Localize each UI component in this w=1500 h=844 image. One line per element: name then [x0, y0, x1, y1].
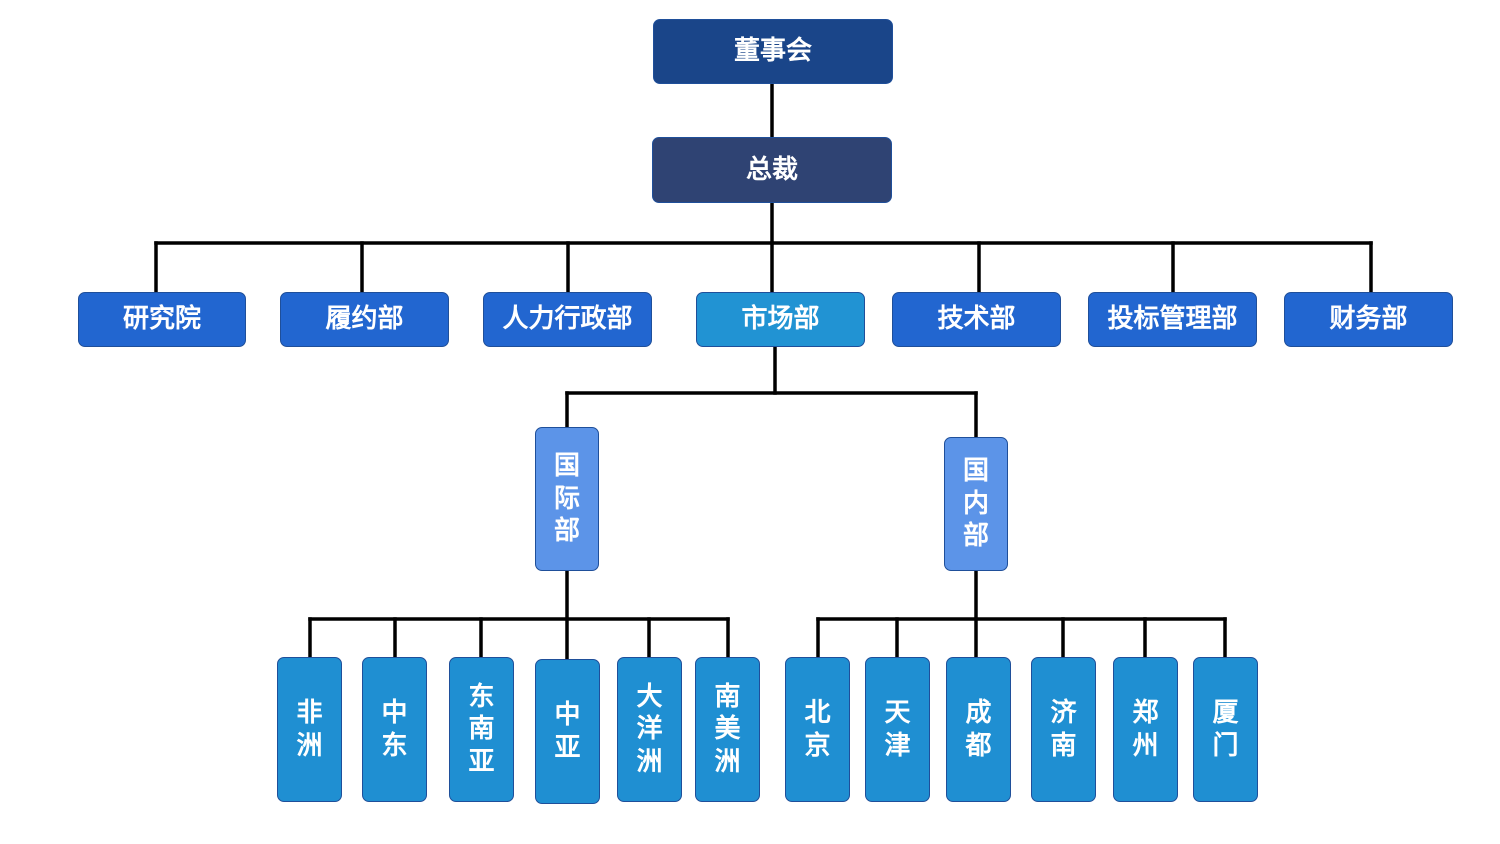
region-label: 天津 — [884, 698, 911, 761]
region-node: 大洋洲 — [617, 657, 682, 802]
dept-label: 财务部 — [1329, 304, 1408, 335]
dept-hr-admin-node: 人力行政部 — [483, 292, 652, 347]
region-label: 南美洲 — [714, 681, 741, 777]
dept-label: 研究院 — [122, 304, 201, 335]
dept-finance-node: 财务部 — [1284, 292, 1453, 347]
division-label: 国际部 — [553, 451, 580, 547]
region-label: 郑州 — [1132, 698, 1159, 761]
region-node: 中亚 — [535, 659, 600, 804]
ceo-label: 总裁 — [745, 154, 798, 185]
region-node: 南美洲 — [695, 657, 760, 802]
region-label: 济南 — [1050, 698, 1077, 761]
region-label: 非洲 — [296, 698, 323, 761]
region-node: 成都 — [946, 657, 1011, 802]
division-label: 国内部 — [962, 456, 989, 552]
region-label: 中东 — [381, 698, 408, 761]
ceo-node: 总裁 — [652, 137, 892, 203]
region-label: 中亚 — [554, 700, 581, 763]
region-label: 东南亚 — [468, 681, 495, 777]
region-node: 北京 — [785, 657, 850, 802]
dept-label: 投标管理部 — [1107, 304, 1238, 335]
region-node: 东南亚 — [449, 657, 514, 802]
dept-market-node: 市场部 — [696, 292, 865, 347]
dept-research-node: 研究院 — [78, 292, 246, 347]
dept-tech-node: 技术部 — [892, 292, 1061, 347]
dept-label: 技术部 — [937, 304, 1016, 335]
dept-fulfillment-node: 履约部 — [280, 292, 449, 347]
dept-bidding-node: 投标管理部 — [1088, 292, 1257, 347]
region-label: 大洋洲 — [636, 681, 663, 777]
dept-label: 市场部 — [741, 304, 820, 335]
dept-label: 人力行政部 — [502, 304, 633, 335]
board-node: 董事会 — [653, 19, 893, 84]
region-node: 中东 — [362, 657, 427, 802]
domestic-division-node: 国内部 — [944, 437, 1008, 571]
board-label: 董事会 — [733, 36, 812, 67]
international-division-node: 国际部 — [535, 427, 599, 571]
region-node: 天津 — [865, 657, 930, 802]
dept-label: 履约部 — [325, 304, 404, 335]
region-node: 非洲 — [277, 657, 342, 802]
region-label: 厦门 — [1212, 698, 1239, 761]
region-node: 济南 — [1031, 657, 1096, 802]
region-label: 成都 — [965, 698, 992, 761]
region-node: 郑州 — [1113, 657, 1178, 802]
region-node: 厦门 — [1193, 657, 1258, 802]
region-label: 北京 — [804, 698, 831, 761]
